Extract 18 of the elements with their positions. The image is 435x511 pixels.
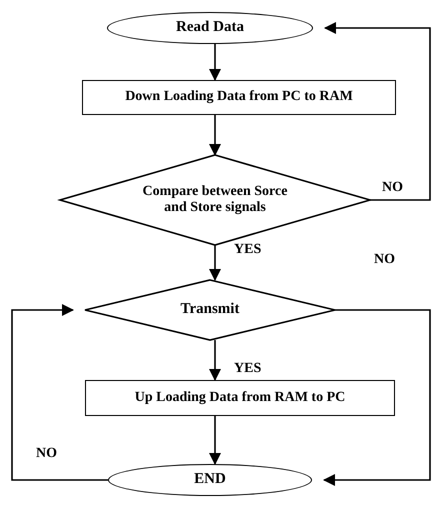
node-label: Down Loading Data from PC to RAM: [124, 89, 354, 106]
arrow: [323, 309, 431, 486]
arrow: [324, 22, 431, 201]
node-label: END: [193, 471, 227, 489]
process-box: [82, 80, 396, 115]
arrow: [209, 115, 221, 156]
node-label: Read Data: [175, 19, 245, 37]
process-box: [85, 380, 395, 416]
arrow: [209, 44, 221, 81]
arrow: [209, 245, 221, 281]
arrow: [11, 304, 108, 481]
decision-diamond: [60, 155, 370, 245]
arrow: [209, 416, 221, 465]
node-label: Up Loading Data from RAM to PC: [134, 390, 346, 406]
node-label: Transmit: [180, 301, 240, 319]
arrow: [209, 340, 221, 381]
node-label: Compare between Sorce and Store signals: [142, 184, 288, 216]
decision-diamond: [85, 280, 335, 340]
